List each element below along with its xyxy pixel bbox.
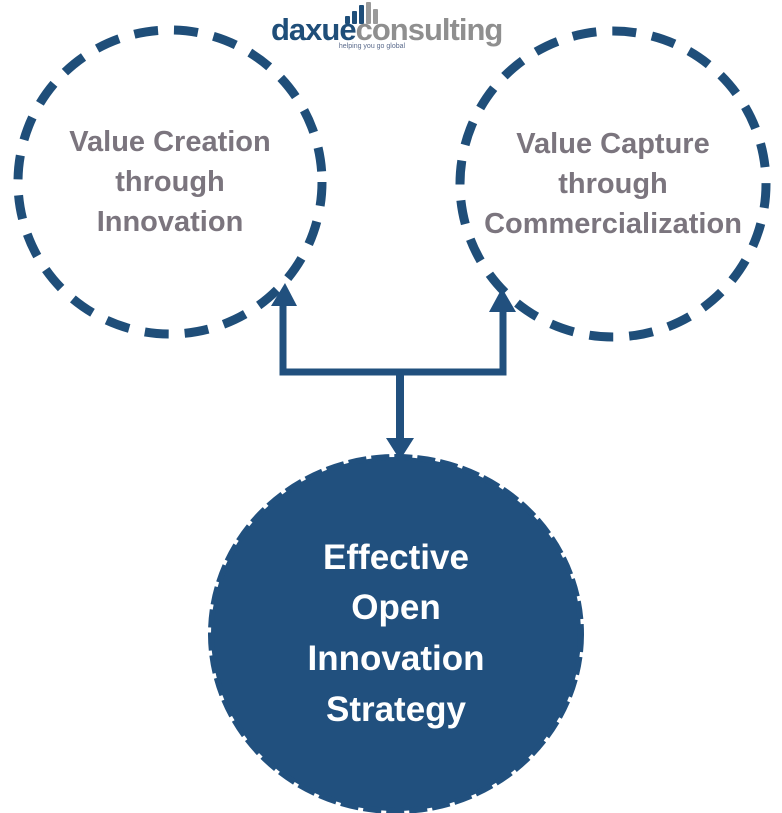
- value-creation-label: Value Creation through Innovation: [69, 125, 271, 238]
- logo-tagline: helping you go global: [338, 43, 406, 50]
- connector-bracket: [279, 304, 507, 376]
- arrowhead-down-icon: [386, 438, 414, 460]
- strategy-circle: [208, 454, 584, 813]
- effective-open-innovation-strategy-label: Effective Open Innovation Strategy: [307, 537, 485, 729]
- value-creation-circle: [13, 25, 327, 339]
- logo-brand-consulting: consulting: [355, 12, 504, 47]
- arrowhead-up-left-icon: [271, 283, 297, 306]
- logo-wordmark: daxueconsulting: [271, 12, 504, 48]
- logo-brand-daxue: daxue: [271, 12, 357, 47]
- arrowhead-up-right-icon: [489, 288, 516, 312]
- value-capture-label: Value Capture through Commercialization: [484, 127, 742, 240]
- logo-bar-chart-icon: [345, 2, 378, 24]
- value-capture-circle: [455, 26, 771, 342]
